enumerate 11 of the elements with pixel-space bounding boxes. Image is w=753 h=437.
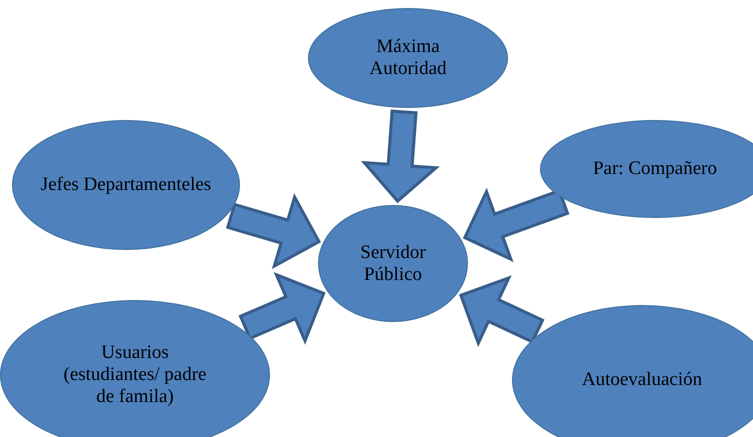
node-label: Servidor Público	[359, 242, 427, 286]
block-arrow	[458, 275, 544, 348]
block-arrow	[360, 110, 440, 204]
block-arrow	[238, 272, 326, 345]
node-label: Usuarios (estudiantes/ padre de famila)	[62, 342, 208, 408]
block-arrow	[462, 188, 570, 262]
node-label: Jefes Departamenteles	[40, 174, 212, 196]
block-arrow	[226, 193, 322, 270]
node-label: Autoevaluación	[582, 369, 702, 391]
node-label: Par: Compañero	[592, 158, 717, 180]
node-label: Máxima Autoridad	[368, 36, 448, 80]
